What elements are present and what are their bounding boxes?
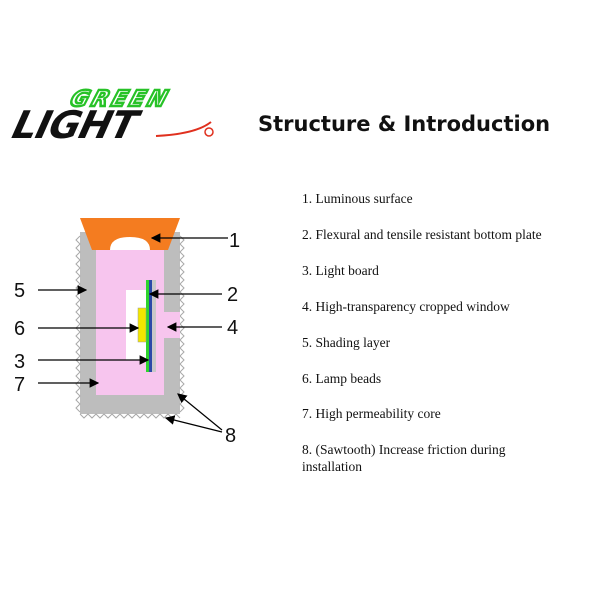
callout-7: 7 [14, 374, 25, 396]
sawtooth-bottom [79, 413, 181, 419]
light-board-green [146, 280, 149, 372]
bottom-plate [152, 280, 156, 372]
callout-3: 3 [14, 351, 25, 373]
legend-item: 2. Flexural and tensile resistant bottom… [302, 227, 542, 242]
transparency-window [164, 312, 180, 338]
logo-green-text: GREEN [67, 87, 174, 112]
legend-item: 3. Light board [302, 263, 379, 278]
sawtooth-right [179, 235, 185, 413]
callout-8: 8 [225, 425, 236, 447]
logo-swoosh [155, 121, 212, 137]
leader-8a [177, 393, 223, 431]
callout-1: 1 [229, 230, 240, 252]
legend-item: 4. High-transparency cropped window [302, 299, 510, 314]
legend-item: 1. Luminous surface [302, 191, 413, 206]
leader-8b [164, 415, 223, 433]
callout-5: 5 [14, 280, 25, 302]
logo-light-text: LIGHT [8, 104, 145, 144]
legend-item: 8. (Sawtooth) Increase friction during i… [302, 442, 506, 474]
green-light-logo: GREEN LIGHT [8, 85, 214, 144]
light-board-blue [149, 280, 152, 372]
legend-item: 6. Lamp beads [302, 371, 382, 386]
logo-dot [204, 127, 214, 137]
luminous-bulge [110, 237, 150, 250]
callout-4: 4 [227, 317, 238, 339]
lamp-bead [137, 307, 147, 343]
callout-6: 6 [14, 318, 25, 340]
legend-item: 7. High permeability core [302, 406, 441, 421]
sawtooth-left [75, 235, 81, 413]
page-title: Structure & Introduction [258, 112, 551, 136]
legend-item: 5. Shading layer [302, 335, 391, 350]
callout-2: 2 [227, 284, 238, 306]
